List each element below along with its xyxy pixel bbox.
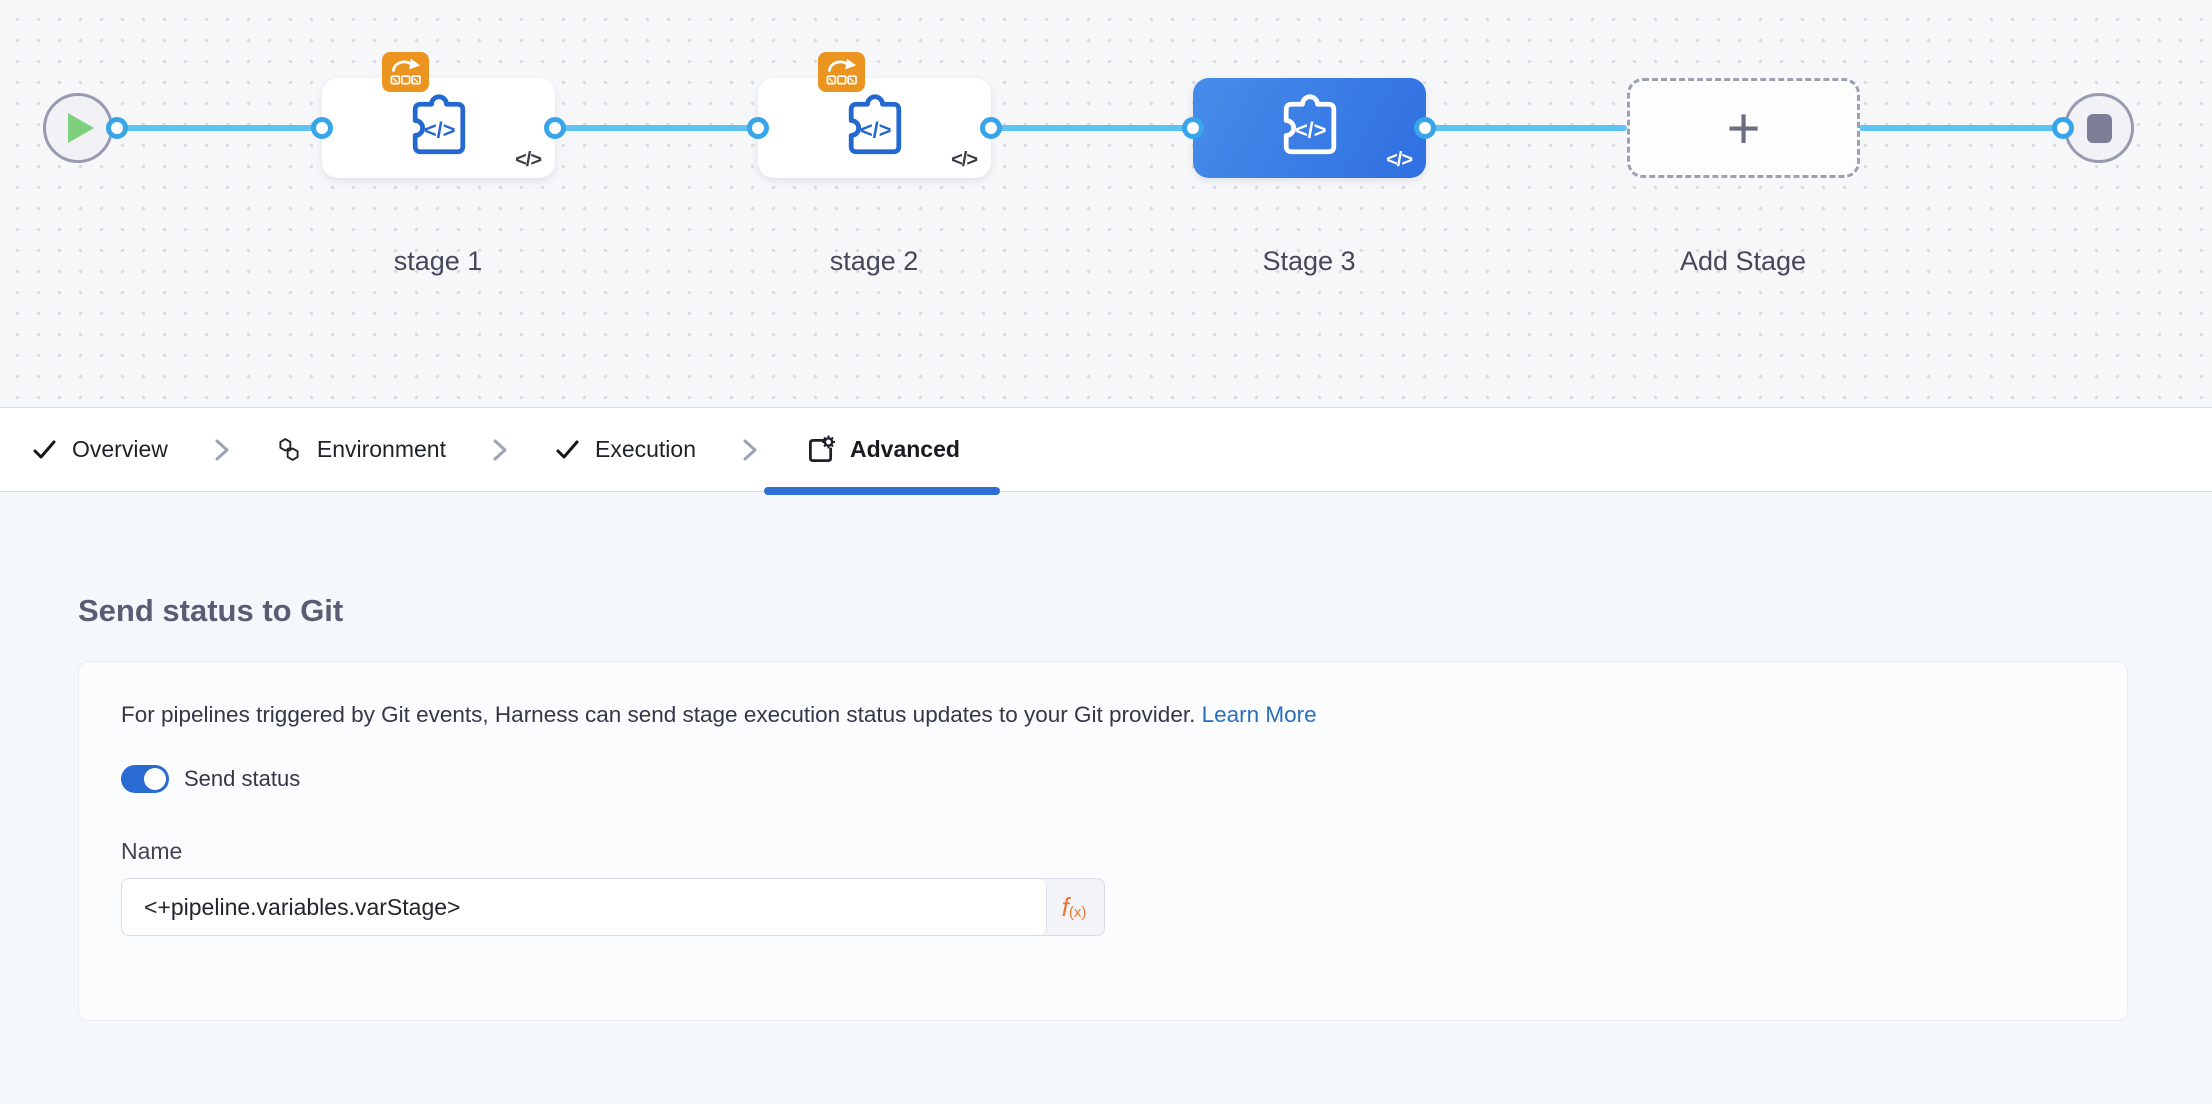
hexagons-icon <box>279 438 299 461</box>
custom-stage-icon: </> <box>848 94 901 155</box>
edge-stage3-addstage <box>1425 125 1627 131</box>
connector-dot[interactable] <box>311 117 333 139</box>
template-badge-icon <box>818 52 865 92</box>
expression-fx-button[interactable]: f(x) <box>1044 879 1104 935</box>
code-view-icon[interactable]: </> <box>1386 149 1413 171</box>
svg-text:</>: </> <box>423 118 454 143</box>
connector-dot[interactable] <box>1414 117 1436 139</box>
svg-text:</>: </> <box>1294 118 1325 143</box>
connector-dot[interactable] <box>106 117 128 139</box>
stage-node-stage3-selected[interactable]: </> </> <box>1193 78 1426 178</box>
description-text: For pipelines triggered by Git events, H… <box>121 702 2085 728</box>
custom-stage-icon: </> <box>412 94 465 155</box>
play-icon <box>68 113 94 143</box>
description-body: For pipelines triggered by Git events, H… <box>121 702 1196 727</box>
connector-dot[interactable] <box>544 117 566 139</box>
edge-stage1-stage2 <box>555 125 758 131</box>
check-icon <box>556 440 579 459</box>
send-status-toggle[interactable] <box>121 765 169 793</box>
plus-icon: + <box>1726 95 1761 161</box>
section-title: Send status to Git <box>78 593 344 628</box>
chevron-right-icon <box>736 408 764 491</box>
tab-label: Overview <box>72 436 168 462</box>
chevron-right-icon <box>486 408 514 491</box>
check-icon <box>33 440 56 459</box>
edge-stage2-stage3 <box>991 125 1193 131</box>
tab-label: Environment <box>316 436 446 462</box>
tab-overview[interactable]: Overview <box>0 408 208 491</box>
custom-stage-icon: </> <box>1283 94 1336 155</box>
edge-start-stage1 <box>117 125 322 131</box>
toggle-knob <box>144 768 166 790</box>
connector-dot[interactable] <box>747 117 769 139</box>
gear-glyph <box>822 435 835 448</box>
start-node <box>43 93 113 163</box>
pipeline-canvas[interactable]: </> </> </> </> </> </> <box>0 0 2212 408</box>
name-field-label: Name <box>121 838 183 864</box>
advanced-panel: Send status to Git For pipelines trigger… <box>0 492 2212 1103</box>
connector-dot[interactable] <box>1182 117 1204 139</box>
connector-dot[interactable] <box>2052 117 2074 139</box>
fx-f: f <box>1061 891 1069 922</box>
tab-environment[interactable]: Environment <box>236 408 486 491</box>
stage-label: stage 1 <box>393 246 483 276</box>
code-view-icon[interactable]: </> <box>951 149 978 171</box>
stage-label: Stage 3 <box>1262 246 1356 276</box>
tab-label: Execution <box>594 436 696 462</box>
connector-dot[interactable] <box>980 117 1002 139</box>
toggle-label: Send status <box>184 766 301 791</box>
stage-config-tabbar: Overview Environment Execution <box>0 408 2212 495</box>
stage-node-stage2[interactable]: </> </> <box>758 52 991 178</box>
stop-icon <box>2086 113 2112 143</box>
add-stage-label: Add Stage <box>1679 246 1807 276</box>
edge-addstage-end <box>1859 125 2063 131</box>
name-input-group: f(x) <box>121 878 1105 936</box>
stage-label: stage 2 <box>829 246 919 276</box>
fx-sub: (x) <box>1068 903 1087 921</box>
learn-more-link[interactable]: Learn More <box>1201 702 1317 727</box>
add-stage-button[interactable]: + <box>1627 78 1860 178</box>
advanced-gear-icon <box>809 435 835 462</box>
template-badge-icon <box>382 52 429 92</box>
code-view-icon[interactable]: </> <box>515 149 542 171</box>
svg-text:</>: </> <box>859 118 890 143</box>
stage-node-stage1[interactable]: </> </> <box>322 52 555 178</box>
chevron-right-icon <box>208 408 236 491</box>
tab-label: Advanced <box>850 436 960 462</box>
tab-advanced[interactable]: Advanced <box>764 408 1000 495</box>
tab-execution[interactable]: Execution <box>514 408 736 491</box>
end-node <box>2064 93 2134 163</box>
name-input[interactable] <box>122 879 1046 935</box>
send-status-card: For pipelines triggered by Git events, H… <box>78 661 2128 1021</box>
